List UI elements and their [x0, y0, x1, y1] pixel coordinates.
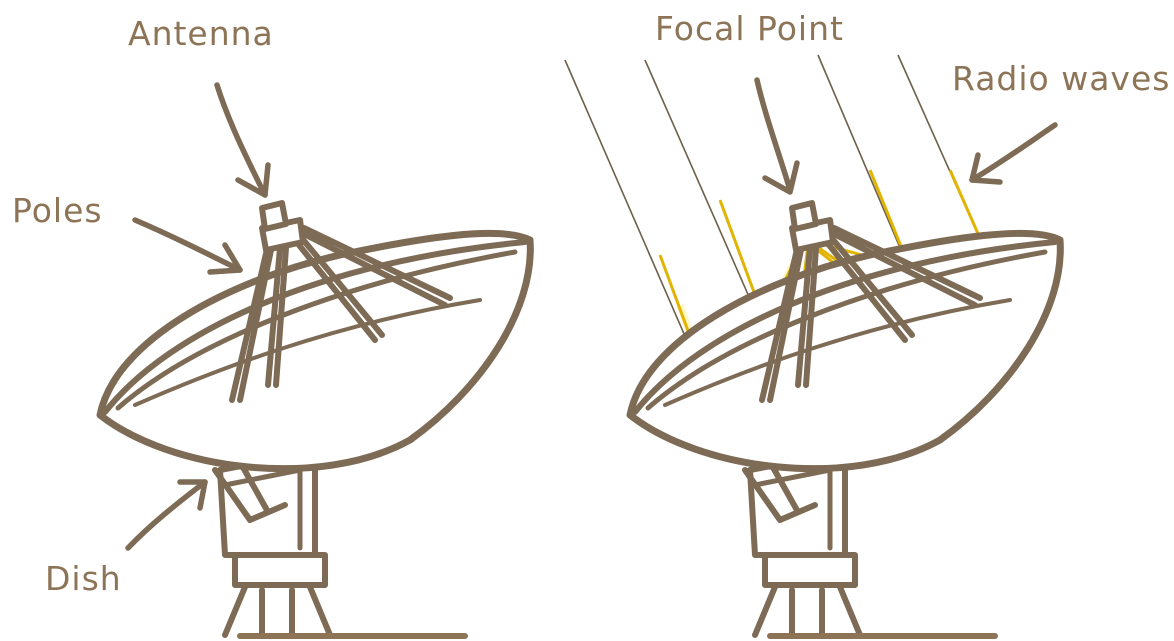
- radio-waves-arrow: [969, 122, 1058, 185]
- focal-point-arrow: [754, 77, 800, 195]
- telescope-right: [564, 54, 1060, 635]
- focal-point-label: Focal Point: [655, 9, 844, 48]
- telescope-left: [100, 203, 530, 635]
- antenna-arrow: [214, 82, 271, 198]
- dish-label: Dish: [45, 559, 122, 598]
- poles-arrow: [132, 217, 243, 275]
- radio-waves-label: Radio waves: [952, 59, 1170, 98]
- dish-arrow: [125, 479, 208, 551]
- antenna-label: Antenna: [128, 14, 274, 53]
- poles-label: Poles: [12, 191, 103, 230]
